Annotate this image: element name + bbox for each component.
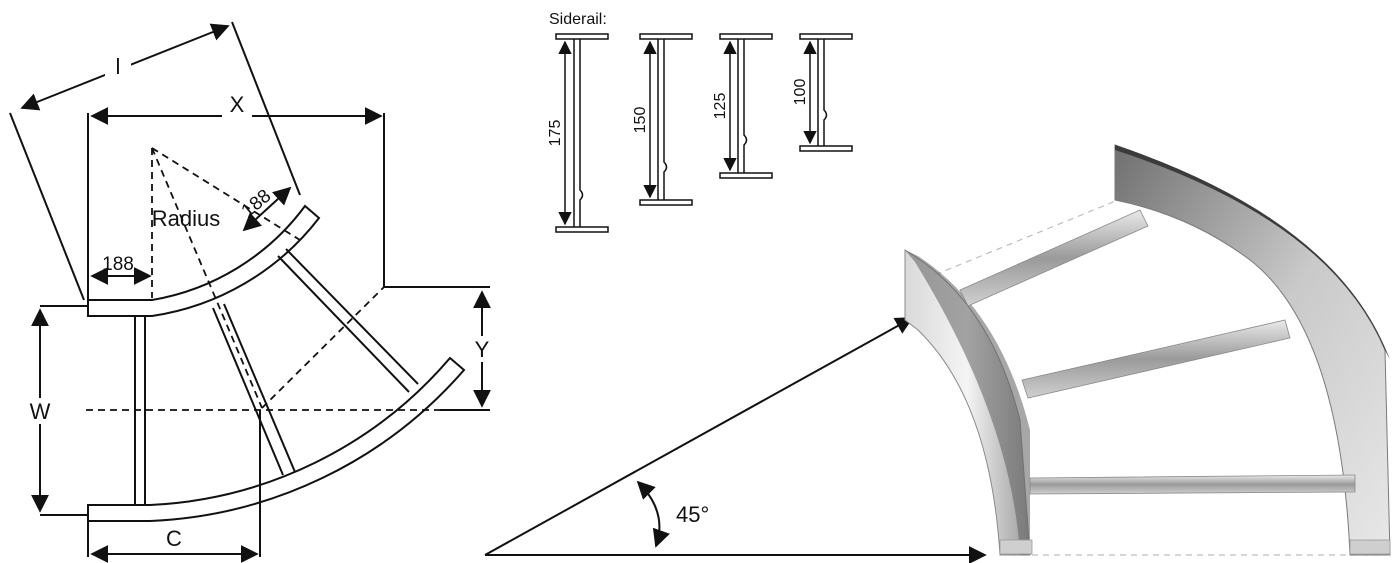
siderail-height-175: 175: [547, 120, 564, 147]
y-label: Y: [475, 337, 490, 362]
l-label: l: [116, 54, 121, 79]
c-label: C: [166, 526, 182, 551]
bend-technical-drawing: [9, 21, 491, 563]
l-extension-left: [9, 112, 85, 301]
radius-label: Radius: [152, 206, 220, 231]
inner-siderail: [87, 204, 321, 317]
dim-188-diag-arrow: [242, 186, 292, 232]
siderail-height-125: 125: [712, 93, 729, 120]
w-label: W: [30, 399, 51, 424]
angle-indicator: [484, 317, 987, 563]
siderail-height-100: 100: [792, 79, 809, 106]
siderail-height-labels: 175 150 125 100: [547, 79, 809, 147]
siderail-profile-125: [719, 33, 773, 179]
siderail-profiles: [555, 33, 853, 233]
outer-siderail: [87, 356, 466, 522]
angle-arc-arrow: [636, 480, 670, 548]
dim-188-diag-label: 188: [238, 186, 276, 222]
siderail-profile-100: [799, 33, 853, 152]
siderail-title: Siderail:: [549, 11, 607, 28]
drawing-labels: l X Radius 188 188 Y W C: [26, 52, 494, 551]
siderail-height-150: 150: [632, 107, 649, 134]
angle-incline-arrow: [484, 317, 914, 556]
rung-2: [212, 303, 296, 476]
angle-label: 45°: [676, 502, 709, 527]
ladder-bend-photo: [904, 144, 1391, 556]
siderail-profile-175: [555, 33, 609, 233]
dim-188-horiz-label: 188: [102, 254, 134, 275]
x-label: X: [230, 92, 245, 117]
siderail-profile-150: [639, 33, 693, 206]
rung-3: [277, 248, 419, 393]
